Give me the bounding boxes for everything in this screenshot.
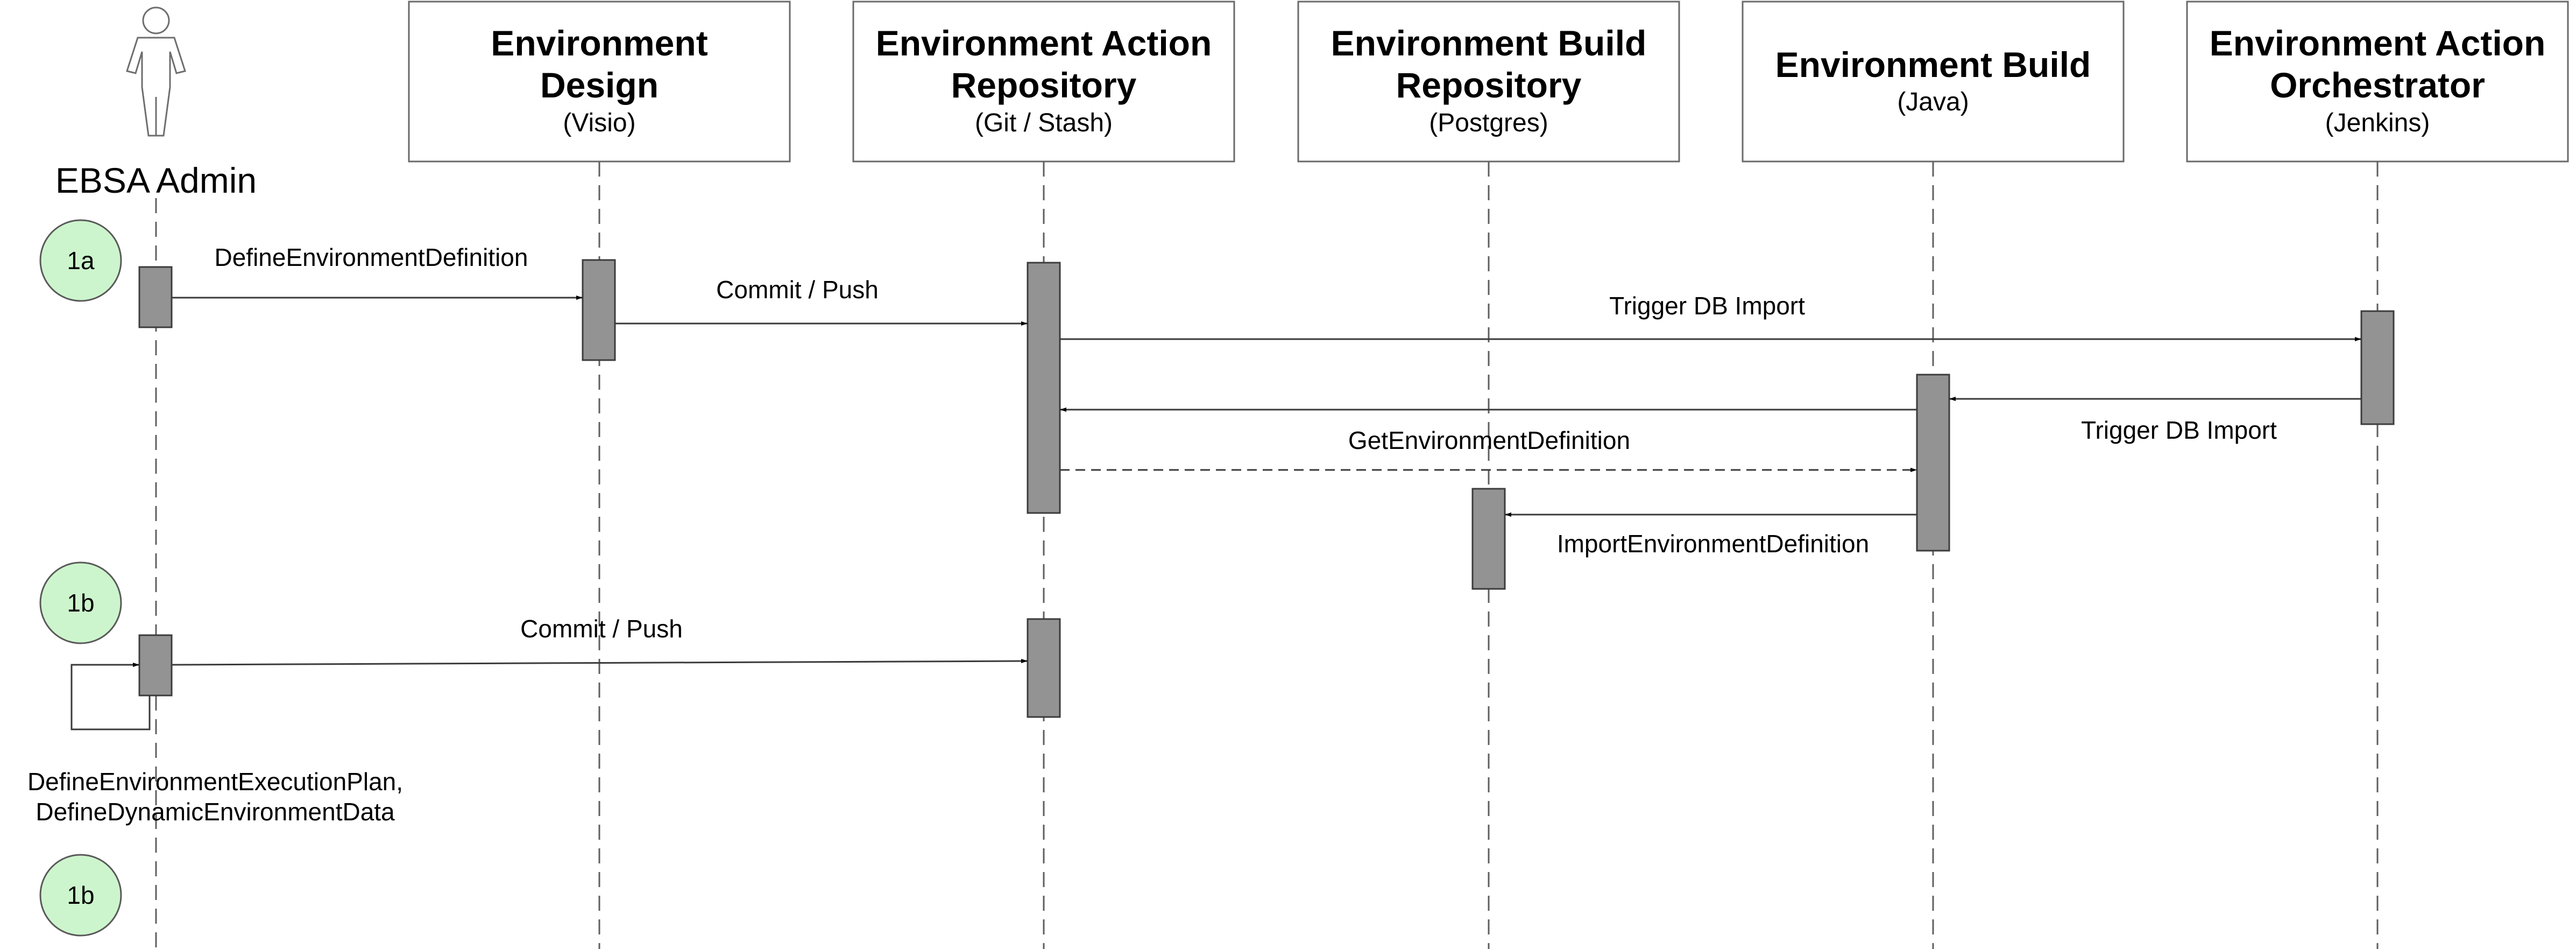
message-arrow (70, 663, 151, 730)
message-import-environment-definition: ImportEnvironmentDefinition (1505, 512, 1917, 558)
participant-environment-design: Environment Design (Visio) (408, 1, 791, 163)
step-circle (39, 219, 122, 302)
participant-title: Environment Action (876, 23, 1212, 63)
message-arrow (171, 659, 1028, 666)
step-label: 1b (67, 589, 94, 617)
participant-box (852, 1, 1235, 163)
participant-box (408, 1, 791, 163)
activation-bar-orchestrator (2360, 310, 2395, 425)
message-label: DefineDynamicEnvironmentData (36, 798, 395, 826)
participant-subtitle: (Postgres) (1429, 109, 1548, 137)
message-trigger-db-import-1: Trigger DB Import (1060, 292, 2361, 341)
message-commit-push-1b: Commit / Push (171, 615, 1028, 666)
participant-title: Environment Action (2210, 23, 2546, 63)
message-label: ImportEnvironmentDefinition (1557, 530, 1869, 558)
participant-box (2186, 1, 2569, 163)
participant-title: Environment Build (1775, 45, 2091, 85)
step-marker-1b-second: 1b (39, 854, 122, 937)
step-markers: 1a 1b 1b (39, 219, 122, 937)
message-label: Commit / Push (716, 276, 879, 304)
activation-bar-action-repo-2 (1027, 618, 1061, 718)
message-commit-push-1a: Commit / Push (615, 276, 1028, 326)
step-circle (39, 561, 122, 644)
message-label: Commit / Push (520, 615, 683, 643)
activation-bar-build (1916, 374, 1950, 552)
actor-ebsa-admin: EBSA Admin (55, 6, 257, 200)
activation-bar-action-repo-1 (1027, 262, 1061, 514)
participant-title: Repository (1396, 65, 1582, 105)
participant-subtitle: (Visio) (563, 109, 635, 137)
step-circle (39, 854, 122, 937)
message-label: Trigger DB Import (2081, 416, 2277, 444)
messages: DefineEnvironmentDefinition Commit / Pus… (27, 243, 2361, 826)
participant-subtitle: (Git / Stash) (975, 109, 1113, 137)
participant-subtitle: (Jenkins) (2325, 109, 2430, 137)
activation-bar-admin-1b (138, 634, 173, 697)
participant-title: Environment (491, 23, 707, 63)
actor-label: EBSA Admin (55, 160, 257, 200)
message-label: Trigger DB Import (1609, 292, 1805, 320)
message-self-define-execution-plan: DefineEnvironmentExecutionPlan, DefineDy… (27, 663, 403, 826)
stick-figure-icon (126, 6, 186, 137)
participant-box (1742, 1, 2125, 163)
message-label: DefineEnvironmentDefinition (215, 243, 528, 271)
message-get-environment-definition: GetEnvironmentDefinition (1060, 426, 1917, 472)
step-marker-1b: 1b (39, 561, 122, 644)
participant-environment-action-orchestrator: Environment Action Orchestrator (Jenkins… (2186, 1, 2569, 163)
lifelines (155, 161, 2379, 949)
activation-bar-build-repo (1471, 488, 1506, 590)
participant-environment-action-repository: Environment Action Repository (Git / Sta… (852, 1, 1235, 163)
step-label: 1a (67, 247, 95, 275)
participant-title: Orchestrator (2270, 65, 2485, 105)
message-trigger-db-import-2: Trigger DB Import (1949, 397, 2361, 444)
message-label: GetEnvironmentDefinition (1348, 426, 1630, 454)
message-label: DefineEnvironmentExecutionPlan, (27, 768, 403, 796)
step-marker-1a: 1a (39, 219, 122, 302)
participant-title: Environment Build (1331, 23, 1647, 63)
activation-bars (138, 259, 2395, 718)
message-define-environment-definition: DefineEnvironmentDefinition (172, 243, 583, 300)
participant-subtitle: (Java) (1897, 88, 1969, 116)
activation-bar-admin-1a (138, 266, 173, 328)
participant-box (1297, 1, 1680, 163)
participant-title: Repository (951, 65, 1137, 105)
participant-environment-build-repository: Environment Build Repository (Postgres) (1297, 1, 1680, 163)
participant-title: Design (540, 65, 659, 105)
participant-environment-build: Environment Build (Java) (1742, 1, 2125, 163)
activation-bar-design (582, 259, 616, 361)
step-label: 1b (67, 881, 94, 909)
